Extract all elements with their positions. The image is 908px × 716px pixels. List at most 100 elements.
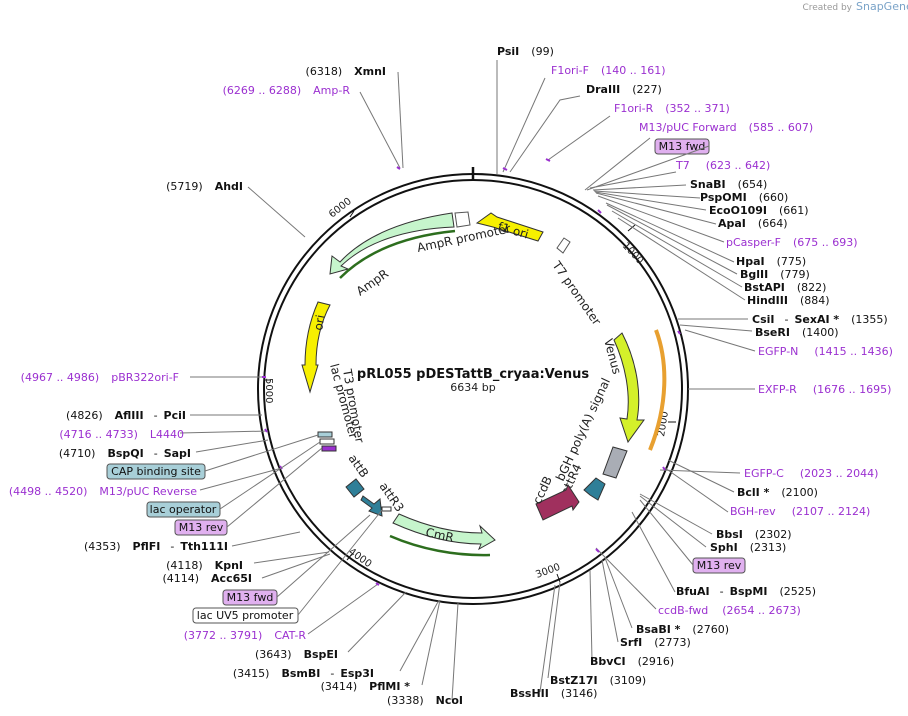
svg-text:1000: 1000 bbox=[620, 241, 645, 267]
attb-label: attB bbox=[346, 452, 372, 481]
svg-text:M13 fwd: M13 fwd bbox=[659, 140, 706, 153]
site-snabi[interactable]: SnaBI(654) bbox=[690, 178, 767, 191]
svg-text:M13 rev: M13 rev bbox=[179, 521, 224, 534]
ampr-orf-line bbox=[339, 229, 456, 279]
site-csii[interactable]: CsiI-SexAI *(1355) bbox=[752, 313, 888, 326]
site-t7[interactable]: T7(623 .. 642) bbox=[675, 159, 770, 172]
site-bcli[interactable]: BclI *(2100) bbox=[737, 486, 818, 499]
box-m13-fwd-left[interactable]: M13 fwd bbox=[222, 589, 278, 606]
site-ncoi[interactable]: (3338)NcoI bbox=[387, 694, 463, 707]
t7-promoter-label: T7 promoter bbox=[549, 258, 604, 328]
svg-text:CAP binding site: CAP binding site bbox=[111, 465, 201, 478]
site-hindiii[interactable]: HindIII(884) bbox=[747, 294, 830, 307]
site-bsmbi[interactable]: (3415)BsmBI-Esp3I bbox=[233, 667, 374, 680]
site-afliii[interactable]: (4826)AflIII-PciI bbox=[66, 409, 186, 422]
box-m13-rev-left[interactable]: M13 rev bbox=[174, 519, 228, 536]
site-ampr-primer[interactable]: (6269 .. 6288)Amp-R bbox=[223, 84, 351, 97]
svg-text:M13 rev: M13 rev bbox=[697, 559, 742, 572]
site-bsshii[interactable]: BssHII(3146) bbox=[510, 687, 597, 700]
left-labels: (3338)NcoI (3414)PflMI * (3415)BsmBI-Esp… bbox=[9, 65, 463, 707]
site-bsabi[interactable]: BsaBI *(2760) bbox=[636, 623, 729, 636]
box-m13-rev-right[interactable]: M13 rev bbox=[692, 557, 746, 574]
site-pbr[interactable]: (4967 .. 4986)pBR322ori-F bbox=[21, 371, 179, 384]
created-by-label: Created by bbox=[802, 3, 852, 13]
ori-label: ori bbox=[311, 314, 327, 332]
ori-feature bbox=[301, 301, 331, 394]
right-labels: PsiI(99) F1ori-F(140 .. 161) DraIII(227)… bbox=[497, 45, 893, 700]
site-srfi[interactable]: SrfI(2773) bbox=[620, 636, 691, 649]
box-m13-fwd-right[interactable]: M13 fwd bbox=[654, 138, 710, 155]
svg-text:lac operator: lac operator bbox=[150, 503, 217, 516]
site-eco[interactable]: EcoO109I(661) bbox=[709, 204, 809, 217]
site-l4440[interactable]: (4716 .. 4733)L4440 bbox=[59, 428, 184, 441]
site-pcasper[interactable]: pCasper-F(675 .. 693) bbox=[726, 236, 858, 249]
site-egfpc[interactable]: EGFP-C(2023 .. 2044) bbox=[744, 467, 878, 480]
attr4-feature bbox=[583, 477, 606, 501]
site-pflfi[interactable]: (4353)PflFI-Tth111I bbox=[84, 540, 228, 553]
leader-lines bbox=[179, 60, 756, 701]
site-kpni[interactable]: (4118)KpnI bbox=[166, 559, 243, 572]
box-cap-binding-site[interactable]: CAP binding site bbox=[106, 463, 206, 480]
svg-text:5000: 5000 bbox=[263, 378, 274, 403]
primer-marks bbox=[262, 158, 681, 586]
svg-text:3000: 3000 bbox=[534, 562, 562, 581]
tick-1000: 1000 bbox=[620, 224, 645, 267]
lac-marker bbox=[319, 438, 335, 445]
site-draiii[interactable]: DraIII(227) bbox=[586, 83, 662, 96]
box-leaders bbox=[204, 145, 710, 616]
cmr-orf-line bbox=[389, 534, 491, 557]
svg-text:lac UV5 promoter: lac UV5 promoter bbox=[197, 609, 294, 622]
site-f1orif[interactable]: F1ori-F(140 .. 161) bbox=[551, 64, 666, 77]
site-hpai[interactable]: HpaI(775) bbox=[736, 255, 806, 268]
site-psi[interactable]: PsiI(99) bbox=[497, 45, 554, 58]
attb-feature bbox=[345, 478, 365, 498]
attr3-feature bbox=[360, 495, 383, 517]
site-ahdi[interactable]: (5719)AhdI bbox=[166, 180, 243, 193]
venus-feature bbox=[613, 332, 645, 444]
site-m13puc-rev[interactable]: (4498 .. 4520)M13/pUC Reverse bbox=[9, 485, 197, 498]
ccdb-feature bbox=[535, 483, 580, 521]
site-bfuai[interactable]: BfuAI-BspMI(2525) bbox=[676, 585, 816, 598]
tick-6000: 6000 bbox=[327, 196, 355, 220]
site-exfpr[interactable]: EXFP-R(1676 .. 1695) bbox=[758, 383, 891, 396]
site-bspei[interactable]: (3643)BspEI bbox=[255, 648, 338, 661]
map-length: 6634 bp bbox=[450, 381, 495, 394]
site-m13puc-fwd[interactable]: M13/pUC Forward(585 .. 607) bbox=[639, 121, 813, 134]
site-ccdbfwd[interactable]: ccdB-fwd(2654 .. 2673) bbox=[658, 604, 801, 617]
site-bglii[interactable]: BglII(779) bbox=[740, 268, 810, 281]
site-pflmi[interactable]: (3414)PflMI * bbox=[321, 680, 411, 693]
site-pspomi[interactable]: PspOMI(660) bbox=[700, 191, 788, 204]
site-bstapi[interactable]: BstAPI(822) bbox=[744, 281, 826, 294]
site-bseri[interactable]: BseRI(1400) bbox=[755, 326, 839, 339]
cmr-label: CmR bbox=[424, 525, 455, 545]
box-lac-uv5-promoter[interactable]: lac UV5 promoter bbox=[192, 607, 299, 624]
site-egfpn[interactable]: EGFP-N(1415 .. 1436) bbox=[758, 345, 893, 358]
ampr-promoter-feature bbox=[454, 211, 471, 228]
bgh-feature bbox=[602, 446, 628, 479]
lacuv5-marker bbox=[381, 506, 392, 512]
site-bstz[interactable]: BstZ17I(3109) bbox=[550, 674, 646, 687]
site-catr[interactable]: (3772 .. 3791)CAT-R bbox=[184, 629, 307, 642]
site-bbvci[interactable]: BbvCI(2916) bbox=[590, 655, 674, 668]
m13-marker bbox=[321, 445, 337, 452]
map-title: pRL055 pDESTattB_cryaa:Venus bbox=[357, 367, 589, 382]
site-bghrev[interactable]: BGH-rev(2107 .. 2124) bbox=[730, 505, 870, 518]
f1-ori-feature bbox=[475, 212, 544, 242]
tick-5000: 5000 bbox=[263, 378, 274, 403]
t7-promoter-feature bbox=[556, 237, 571, 254]
ampr-feature bbox=[329, 212, 455, 275]
svg-text:M13 fwd: M13 fwd bbox=[227, 591, 274, 604]
site-sphi[interactable]: SphI(2313) bbox=[710, 541, 786, 554]
site-f1orir[interactable]: F1ori-R(352 .. 371) bbox=[614, 102, 730, 115]
site-xmni[interactable]: (6318)XmnI bbox=[306, 65, 386, 78]
snapgene-logo: SnapGene bbox=[856, 0, 908, 13]
box-lac-operator[interactable]: lac operator bbox=[146, 501, 221, 518]
site-bspqi[interactable]: (4710)BspQI-SapI bbox=[59, 447, 191, 460]
site-acc65i[interactable]: (4114)Acc65I bbox=[162, 572, 252, 585]
site-apai[interactable]: ApaI(664) bbox=[718, 217, 788, 230]
venus-orf-highlight bbox=[648, 329, 667, 451]
site-bbsi[interactable]: BbsI(2302) bbox=[716, 528, 791, 541]
cmr-feature bbox=[392, 513, 496, 551]
